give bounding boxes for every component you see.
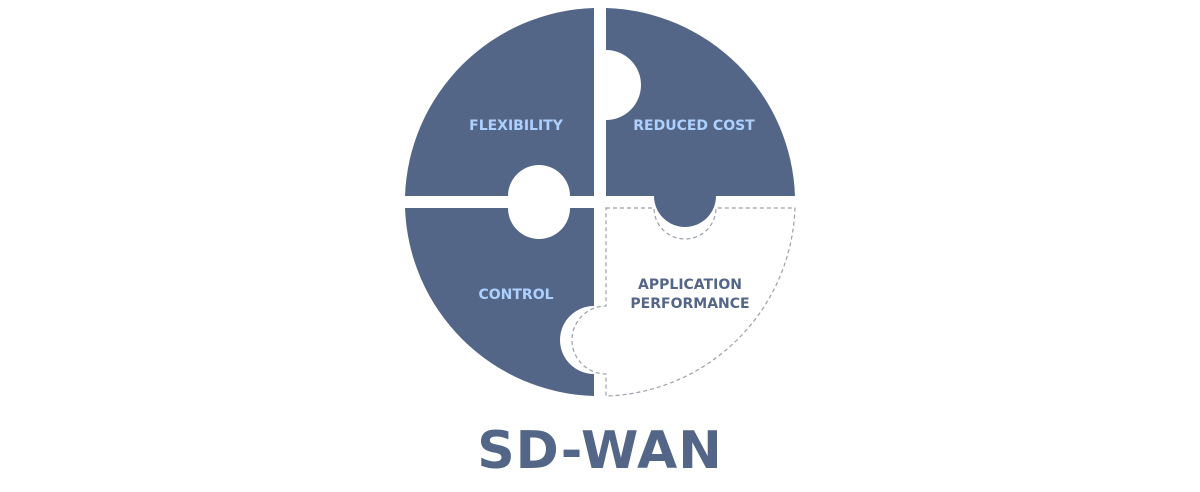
label-reduced-cost: REDUCED COST	[633, 118, 755, 134]
label-performance: PERFORMANCE	[630, 296, 749, 312]
diagram-caption: SD-WAN	[477, 421, 723, 481]
puzzle-piece-flexibility	[405, 8, 594, 196]
puzzle-piece-control	[405, 208, 594, 396]
puzzle-piece-application-performance-outline	[571, 207, 796, 397]
label-flexibility: FLEXIBILITY	[469, 118, 564, 134]
label-application: APPLICATION	[638, 277, 742, 293]
puzzle-piece-reduced-cost	[606, 8, 795, 227]
label-control: CONTROL	[478, 287, 553, 303]
